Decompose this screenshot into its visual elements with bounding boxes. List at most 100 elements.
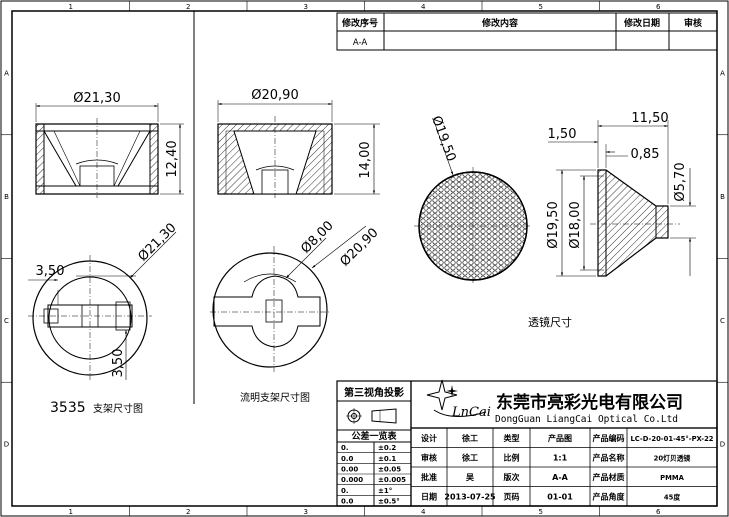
row-marker: C	[4, 317, 9, 325]
title-block-value: A-A	[552, 473, 569, 482]
title-block-value: 徐工	[461, 433, 478, 443]
title-block-label: 版次	[503, 472, 520, 482]
tolerance-precision: 0.000	[341, 476, 363, 484]
title-block-label: 批准	[421, 472, 437, 482]
tolerance-title: 公差一览表	[351, 430, 397, 442]
rev-header-content: 修改内容	[481, 17, 518, 29]
title-block-value: PMMA	[660, 474, 685, 482]
tolerance-value: ±1°	[378, 487, 392, 495]
clear-holder-height: 14,00	[358, 141, 373, 178]
column-marker: 1	[69, 3, 73, 11]
tolerance-precision: 0.0	[341, 498, 354, 506]
row-marker: D	[4, 441, 9, 449]
third-angle-symbol-icon	[346, 408, 397, 424]
rev-header-review: 审核	[684, 17, 702, 29]
clear-holder-title: 流明支架尺寸图	[240, 391, 310, 404]
lens-step2: 0,85	[631, 147, 660, 162]
lens-front-view: Ø19,50	[414, 114, 532, 285]
clear-holder-dia-top: Ø20,90	[251, 88, 298, 103]
tolerance-value: ±0.005	[378, 476, 406, 484]
title-block-label: 类型	[504, 433, 520, 443]
title-block-label: 产品材质	[593, 472, 625, 482]
holder3535-title-num: 3535	[50, 400, 86, 416]
column-marker: 5	[539, 3, 543, 11]
projection-title: 第三视角投影	[344, 386, 404, 399]
tolerance-precision: 0.	[341, 444, 349, 452]
column-marker: 1	[69, 508, 73, 516]
holder3535-slot-h: 3,50	[111, 349, 126, 378]
title-block-label: 日期	[421, 491, 437, 501]
title-block-value: 01-01	[547, 492, 573, 501]
title-block-label: 审核	[421, 452, 437, 462]
company-logo: LnCai	[426, 379, 491, 420]
row-markers: A A B B C C D D	[1, 69, 728, 449]
tolerance-value: ±0.05	[378, 466, 401, 474]
lens-dia-face: Ø19,50	[428, 114, 458, 164]
holder3535-title-text: 支架尺寸图	[93, 402, 143, 415]
clear-holder-dia-outer: Ø20,90	[337, 225, 381, 269]
row-marker: A	[720, 69, 725, 77]
title-block-label: 产品角度	[593, 491, 626, 501]
holder3535-dia-top: Ø21,30	[73, 91, 120, 106]
lens-length: 11,50	[631, 111, 668, 126]
title-block: 第三视角投影 公差一览表 0. ±0.2 0.0 ±0.1 0.00 ±0.05 0.000…	[336, 379, 718, 507]
company-name-en: DongGuan LiangCai Optical Co.Ltd	[495, 414, 678, 425]
holder3535-dia-bottom: Ø21,30	[135, 220, 179, 264]
revision-table: 修改序号 修改内容 修改日期 审核 A-A	[336, 12, 718, 51]
tolerance-precision: 0.	[341, 487, 349, 495]
tolerance-table: 0. ±0.2 0.0 ±0.1 0.00 ±0.05 0.000 ±0.005 0. ±1° 0.…	[337, 444, 411, 506]
holder3535-top-view: Ø21,30 3,50 3,50	[28, 220, 180, 380]
tolerance-value: ±0.1	[378, 455, 396, 463]
column-marker: 3	[304, 508, 308, 516]
holder3535-height: 12,40	[165, 140, 180, 177]
row-marker: C	[720, 317, 725, 325]
title-block-label: 产品编码	[593, 433, 625, 443]
title-block-value: 20灯贝透镜	[654, 453, 691, 462]
column-markers: 1 1 2 2 3 3 4 4 5 5 6 6	[69, 1, 661, 516]
title-block-label: 设计	[421, 433, 437, 443]
row-marker: B	[720, 193, 725, 201]
tolerance-value: ±0.2	[378, 444, 396, 452]
tolerance-precision: 0.0	[341, 455, 354, 463]
rev-row-seq: A-A	[353, 38, 368, 48]
rev-header-seq: 修改序号	[341, 17, 378, 29]
row-marker: A	[4, 69, 9, 77]
title-block-value: LC-D-20-01-45°-PX-22	[630, 435, 713, 443]
clear-holder-section-view: Ø20,90 14,00	[217, 88, 380, 198]
title-block-value: 45度	[664, 492, 680, 501]
column-marker: 6	[656, 3, 661, 11]
holder3535-slot-w: 3,50	[36, 264, 65, 279]
title-block-value: 吴	[466, 473, 475, 482]
title-block-label: 比例	[504, 452, 520, 462]
title-block-value: 1:1	[553, 453, 568, 462]
lens-side-view: 11,50 1,50 0,85 Ø5,70 Ø19,50 Ø18,00	[546, 111, 696, 277]
lens-dia-side1: Ø19,50	[546, 201, 561, 248]
lens-dia-side2: Ø18,00	[568, 201, 583, 248]
title-block-value: 2013-07-25	[444, 492, 496, 501]
lens-dia-tip: Ø5,70	[673, 162, 688, 201]
title-block-value: 徐工	[461, 452, 478, 462]
clear-holder-top-view: Ø8,00 Ø20,90	[210, 218, 382, 372]
title-block-value: 产品图	[548, 433, 572, 443]
column-marker: 5	[539, 508, 543, 516]
column-marker: 2	[186, 508, 190, 516]
column-marker: 2	[186, 3, 190, 11]
tolerance-value: ±0.5°	[378, 498, 400, 506]
column-marker: 4	[421, 508, 426, 516]
column-marker: 3	[304, 3, 308, 11]
row-marker: D	[720, 441, 725, 449]
title-block-label: 页码	[504, 492, 520, 501]
company-name-cn: 东莞市亮彩光电有限公司	[496, 392, 683, 413]
holder3535-section-view: Ø21,30 12,40	[35, 91, 184, 198]
clear-holder-dia-inner: Ø8,00	[298, 218, 336, 256]
rev-header-date: 修改日期	[623, 17, 660, 29]
column-marker: 6	[656, 508, 661, 516]
lens-step1: 1,50	[548, 127, 577, 142]
tolerance-precision: 0.00	[341, 466, 358, 474]
column-marker: 4	[421, 3, 426, 11]
row-marker: B	[4, 193, 9, 201]
lens-title: 透镜尺寸	[528, 315, 572, 329]
title-block-label: 产品名称	[593, 452, 625, 462]
